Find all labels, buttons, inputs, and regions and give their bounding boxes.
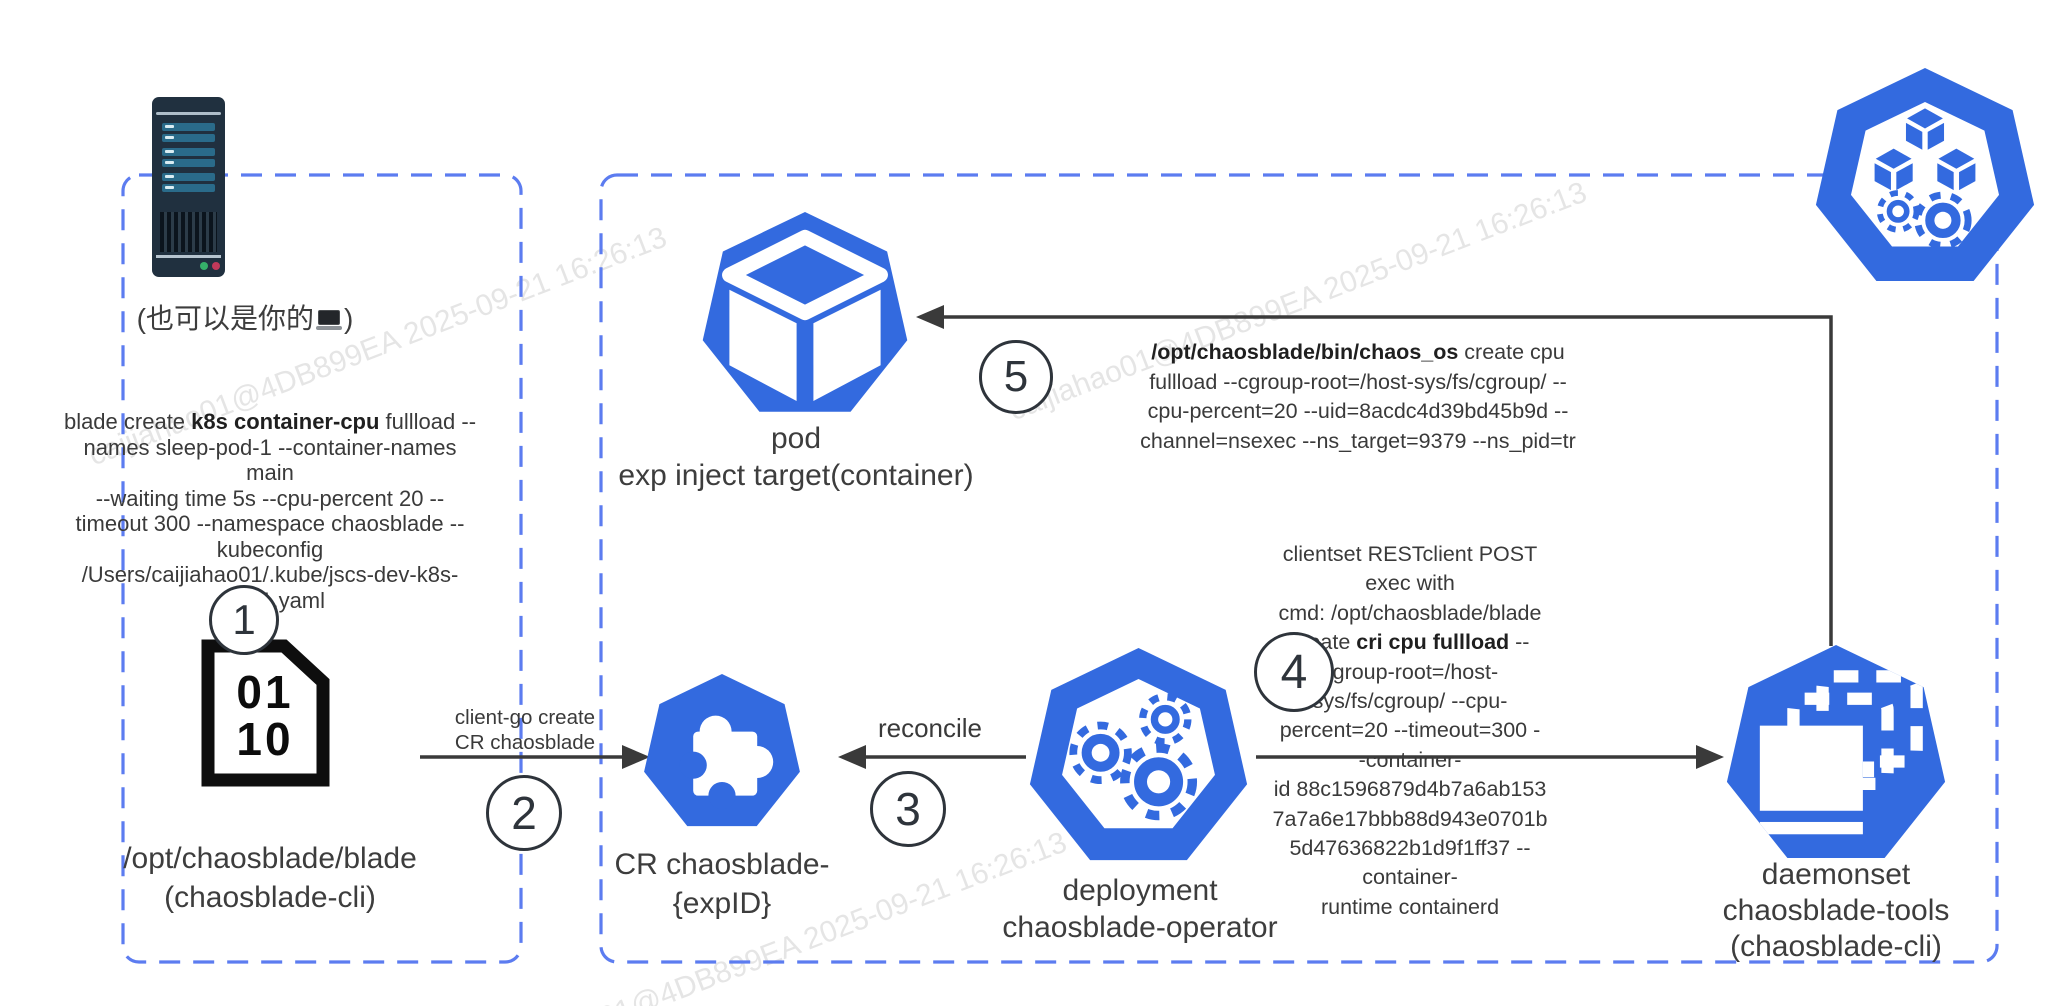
note-suffix: ) [344,303,354,334]
step-2-badge: 2 [486,775,562,851]
gears-icon [1069,693,1198,821]
step-3-badge: 3 [870,771,946,847]
step-1-badge: 1 [209,585,279,655]
step3-edge-label: reconcile [877,713,983,743]
server-grille [160,212,217,252]
daemonset-icon [1726,645,1946,859]
cr-label: CR chaosblade-{expID} [614,848,830,920]
pod-icon [702,212,908,412]
k8s-cluster-icon [1815,68,2035,282]
arrow-step5-head [916,305,944,329]
cr-icon [644,674,800,827]
puzzle-piece-icon [679,715,774,810]
cluster-box-outline [599,173,1999,964]
cli-label: /opt/chaosblade/blade(chaosblade-cli) [123,842,417,914]
step-4-badge: 4 [1254,632,1334,712]
cluster-cubes-gears-icon [1874,108,1976,249]
server-led-green [200,262,208,270]
server-led-red [212,262,220,270]
arrow-step5 [932,315,1833,646]
arrow-step4-head [1696,745,1724,769]
step-5-badge: 5 [979,340,1053,414]
arrow-step2-head [622,745,650,769]
cube-icon [722,229,888,401]
server-icon [152,97,225,277]
arrow-step3-head [838,745,866,769]
laptop-icon [316,310,342,330]
stacked-docs-icon [1759,670,1923,835]
cli-command-text: blade create k8s container-cpu fullload … [63,409,477,613]
note-prefix: (也可以是你的 [136,303,314,334]
note-text: (也可以是你的) [75,302,415,336]
client-box-outline [121,173,523,964]
deployment-icon [1029,648,1248,861]
